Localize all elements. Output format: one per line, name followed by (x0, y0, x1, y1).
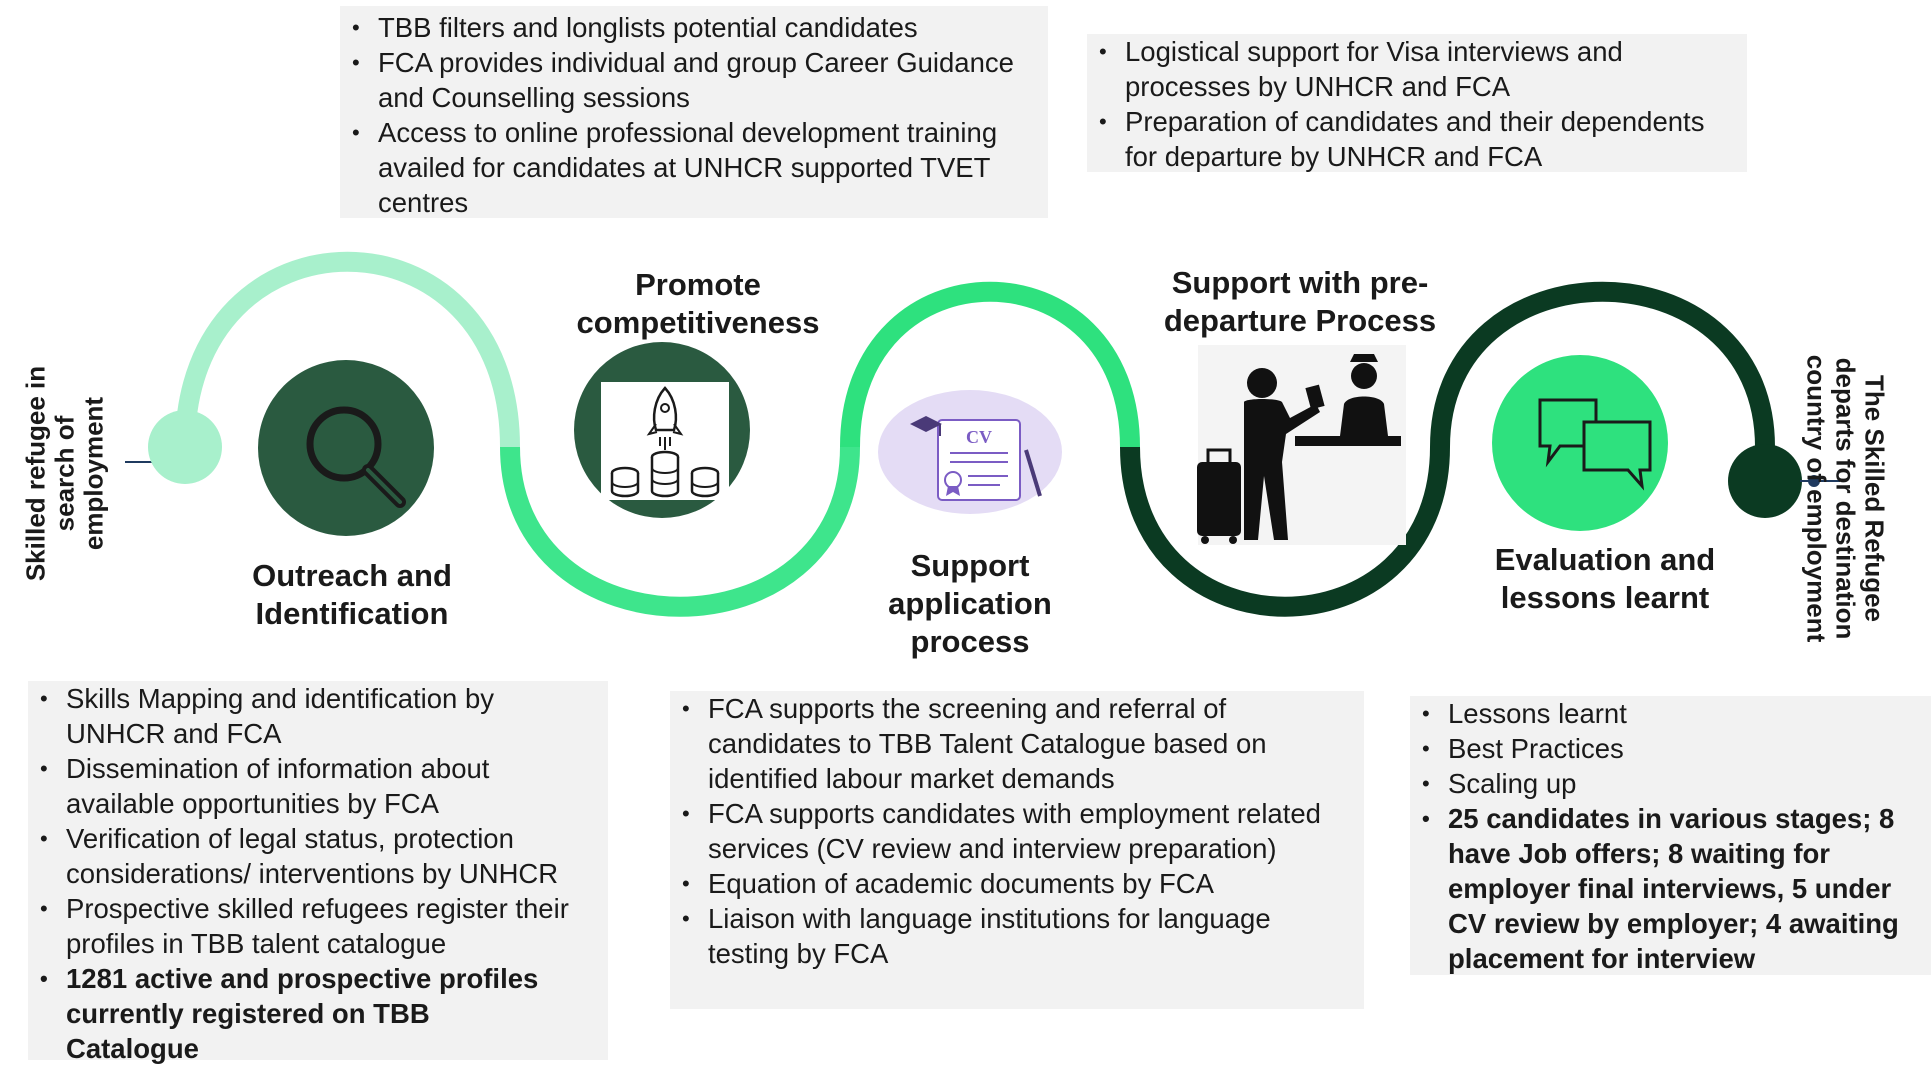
top-left-info-box: TBB filters and longlists potential cand… (340, 6, 1048, 218)
list-item: Preparation of candidates and their depe… (1097, 104, 1737, 174)
end-label: The Skilled Refugee departs for destinat… (1801, 354, 1890, 643)
rocket-coins-icon (574, 342, 750, 518)
list-item: Logistical support for Visa interviews a… (1097, 34, 1737, 104)
bottom-middle-info-box: FCA supports the screening and referral … (670, 691, 1364, 1009)
traveler-officer-icon (1197, 345, 1406, 545)
list-item: Dissemination of information about avail… (38, 751, 600, 821)
end-node (1728, 444, 1802, 518)
list-item: Skills Mapping and identification by UNH… (38, 681, 600, 751)
start-label: Skilled refugee in search of employment (20, 365, 109, 582)
stage-title-evaluation: Evaluation and lessons learnt (1494, 542, 1716, 615)
top-right-info-box: Logistical support for Visa interviews a… (1087, 34, 1747, 172)
stage-title-promote: Promote competitiveness (576, 267, 820, 340)
stage-title-support-application: Support application process (888, 548, 1052, 659)
cv-document-icon: CV (878, 390, 1062, 514)
stage-title-outreach: Outreach and Identification (252, 558, 452, 631)
path-segment-application (840, 281, 1140, 448)
list-item: Prospective skilled refugees register th… (38, 891, 600, 961)
list-item-highlight: 25 candidates in various stages; 8 have … (1420, 801, 1918, 975)
list-item: TBB filters and longlists potential cand… (350, 10, 1038, 45)
bottom-left-info-box: Skills Mapping and identification by UNH… (28, 681, 608, 1064)
path-segment-predeparture (1120, 446, 1450, 617)
path-segment-promote (500, 446, 860, 617)
list-item: Scaling up (1420, 766, 1931, 801)
magnifier-icon (258, 360, 434, 536)
list-item: Equation of academic documents by FCA (680, 866, 1354, 901)
bottom-right-info-box: Lessons learnt Best Practices Scaling up… (1410, 696, 1931, 975)
list-item: Best Practices (1420, 731, 1931, 766)
list-item: FCA supports candidates with employment … (680, 796, 1354, 866)
list-item: Access to online professional developmen… (350, 115, 1038, 220)
end-connector-dot (1808, 475, 1820, 487)
stage-title-predeparture: Support with pre-departure Process (1163, 265, 1437, 338)
start-node (148, 410, 222, 484)
list-item: FCA supports the screening and referral … (680, 691, 1354, 796)
chat-bubbles-icon (1492, 355, 1668, 531)
list-item: FCA provides individual and group Career… (350, 45, 1038, 115)
list-item: Liaison with language institutions for l… (680, 901, 1354, 971)
list-item-highlight: 1281 active and prospective profiles cur… (38, 961, 561, 1066)
list-item: Lessons learnt (1420, 696, 1931, 731)
svg-text:CV: CV (966, 427, 992, 447)
path-segment-outreach (175, 251, 520, 448)
list-item: Verification of legal status, protection… (38, 821, 600, 891)
path-segment-evaluation (1430, 281, 1775, 448)
